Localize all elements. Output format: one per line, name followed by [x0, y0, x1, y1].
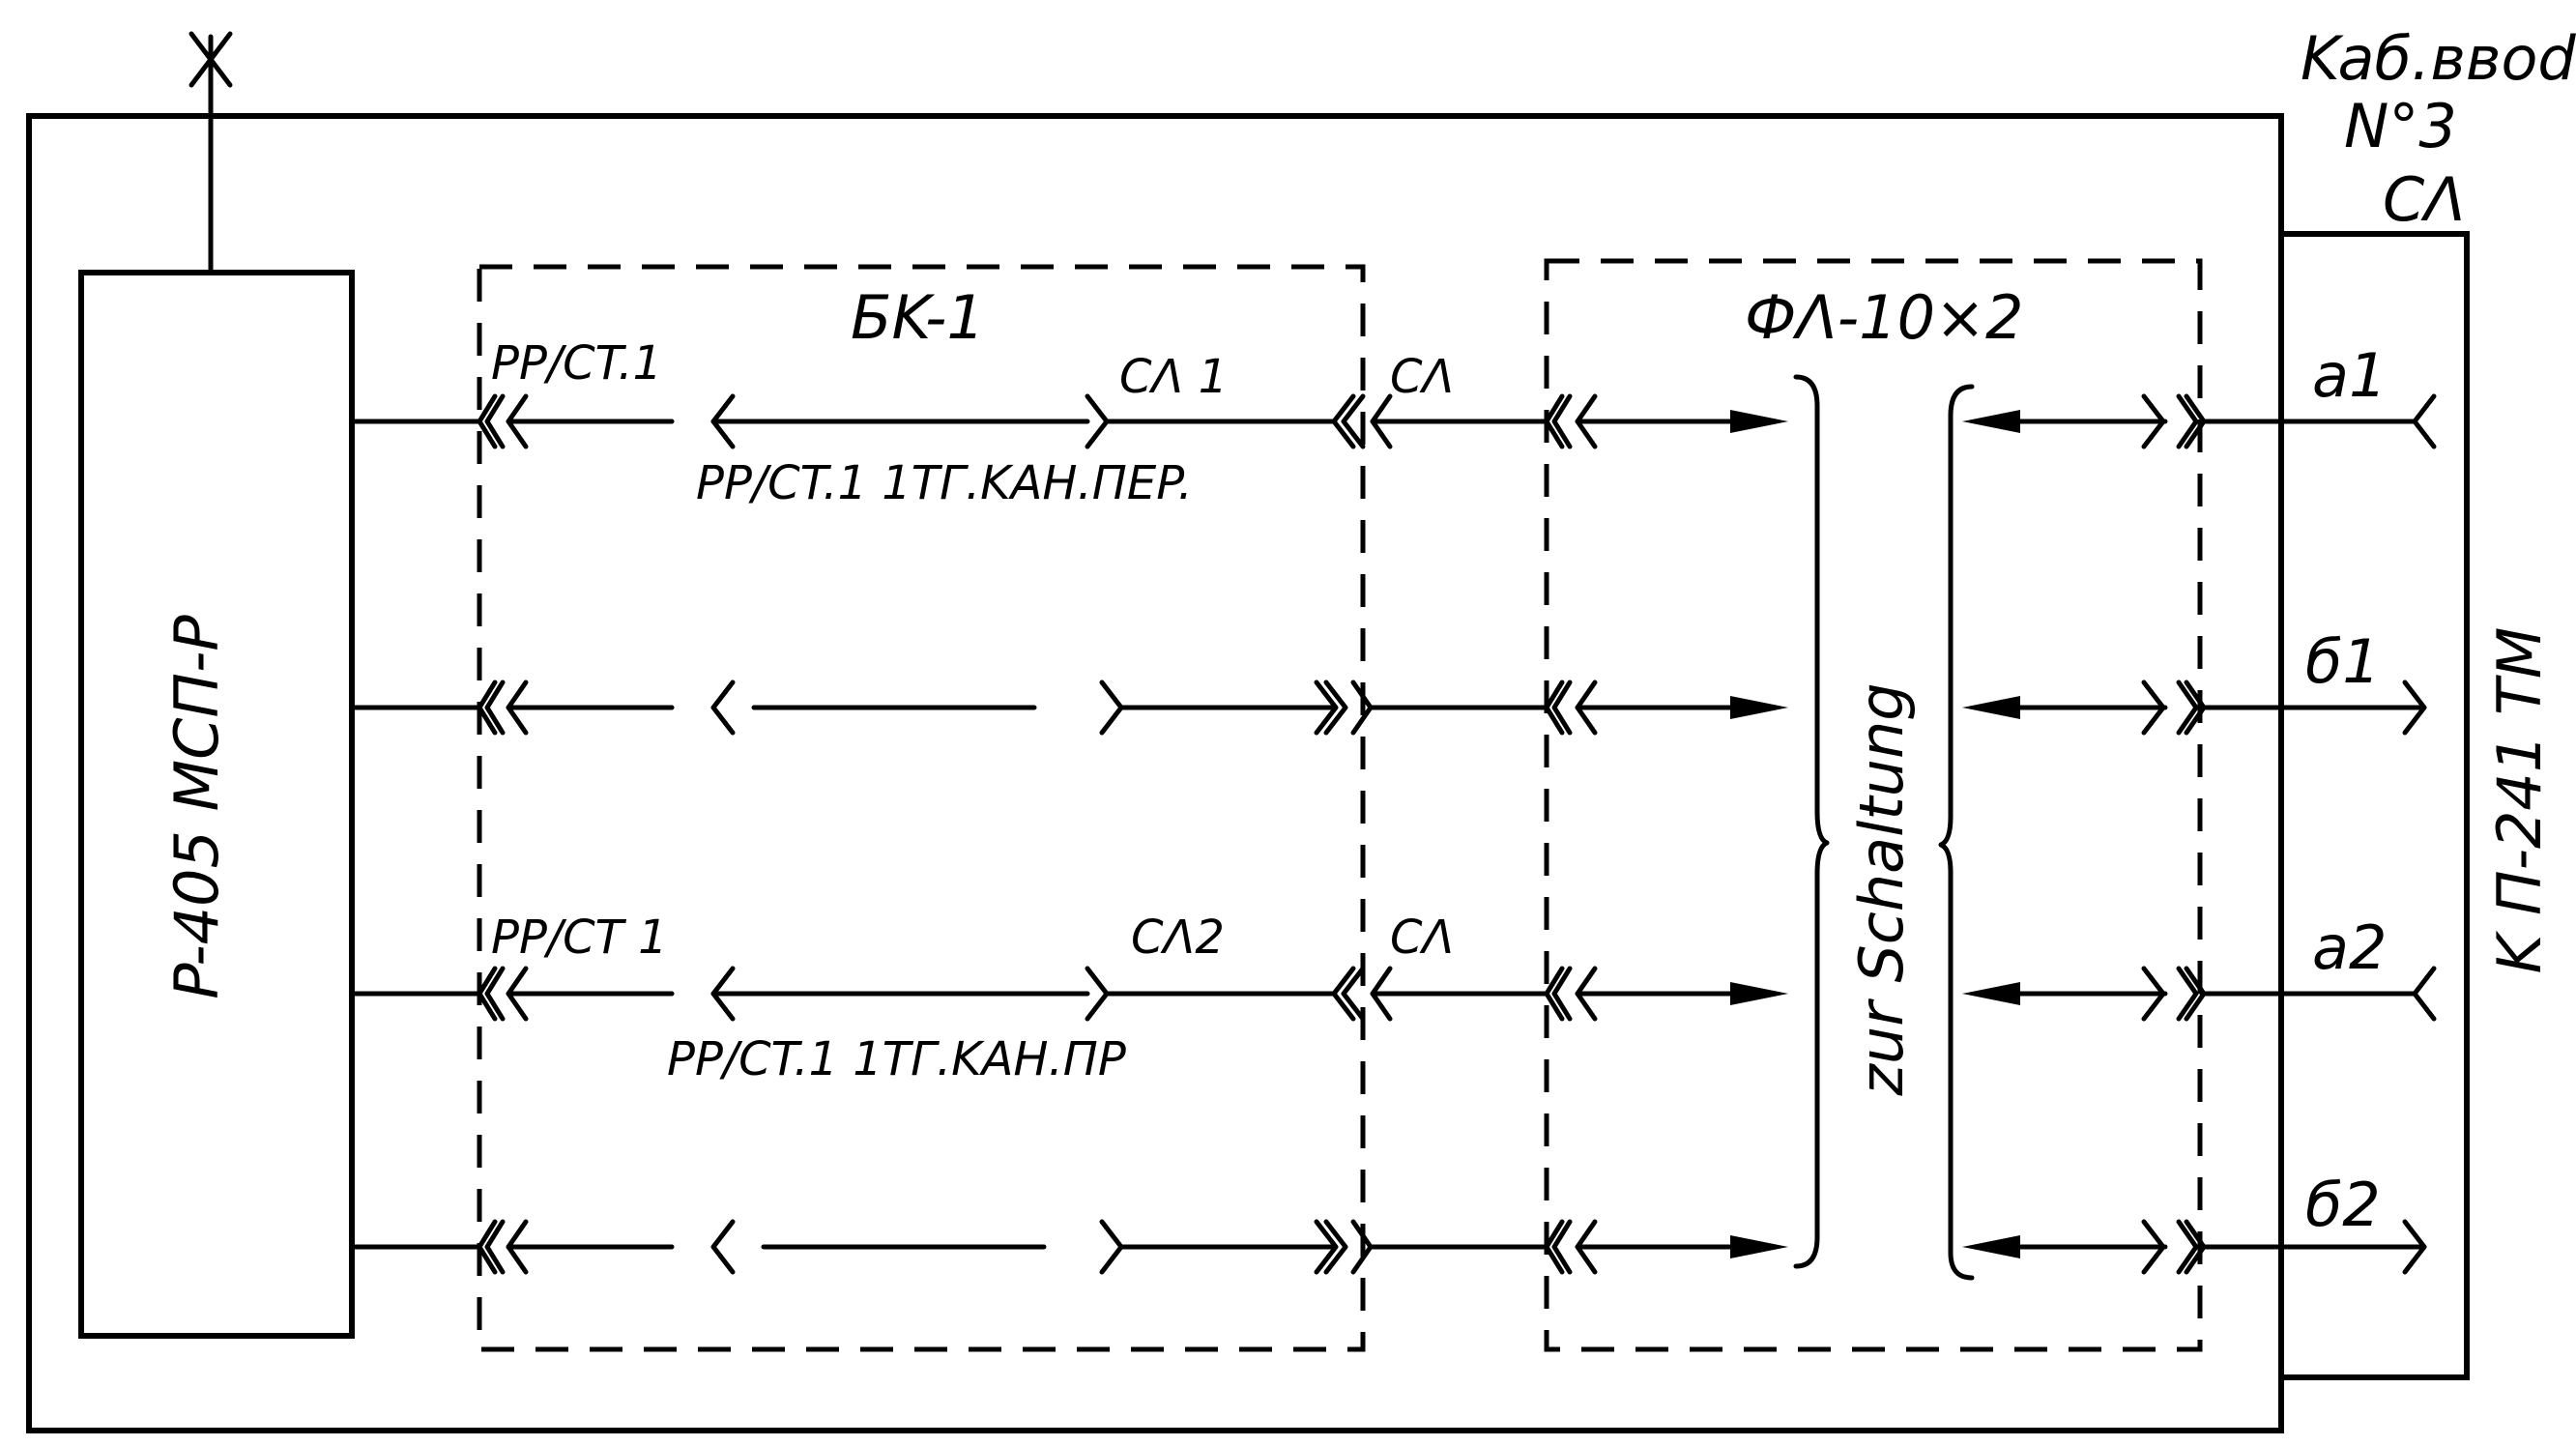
- sl-top-label: CΛ: [2383, 164, 2466, 235]
- left-brace: [1793, 374, 1830, 1269]
- side-label: K Π-241 TM: [2484, 627, 2555, 974]
- row1-mid-label: CΛ 1: [1119, 350, 1228, 404]
- signal-row-1: [349, 393, 2437, 449]
- device-label: P-405 MCП-P: [161, 615, 232, 999]
- cable-entry-label: Kaб.ввod: [2301, 23, 2576, 94]
- device-box: [78, 270, 355, 1339]
- bk-block: [477, 264, 1366, 1352]
- row1-sub-label: PP/CT.1 1TГ.KAH.ΠEP.: [696, 456, 1193, 510]
- cable-entry-bracket: [2281, 231, 2470, 1380]
- fl-block-title: ФΛ-10×2: [1745, 282, 2023, 353]
- bk-block-title: БK-1: [851, 282, 985, 353]
- zur-schaltung-label: zur Schaltung: [1846, 682, 1917, 1096]
- outer-housing: [26, 113, 2284, 1433]
- output-a1-label: a1: [2312, 340, 2387, 411]
- signal-row-2: [349, 680, 2427, 736]
- signal-row-3: [349, 966, 2437, 1022]
- output-b1-label: б1: [2305, 626, 2381, 697]
- output-b2-label: б2: [2305, 1170, 2381, 1240]
- antenna-icon: [188, 31, 233, 274]
- cable-number-label: N°3: [2344, 91, 2457, 161]
- fl-block: [1544, 258, 2203, 1352]
- output-a2-label: a2: [2312, 912, 2387, 983]
- row1-left-label: PP/CT.1: [491, 336, 662, 390]
- row3-sub-label: PP/CT.1 1TГ.KAH.ΠP: [667, 1032, 1126, 1086]
- row3-left-label: PP/CT 1: [491, 911, 668, 965]
- row3-conn-label: CΛ: [1390, 911, 1454, 965]
- row1-conn-label: CΛ: [1390, 350, 1454, 404]
- signal-row-4: [349, 1219, 2427, 1275]
- row3-mid-label: CΛ2: [1131, 911, 1225, 965]
- right-brace: [1938, 384, 1975, 1281]
